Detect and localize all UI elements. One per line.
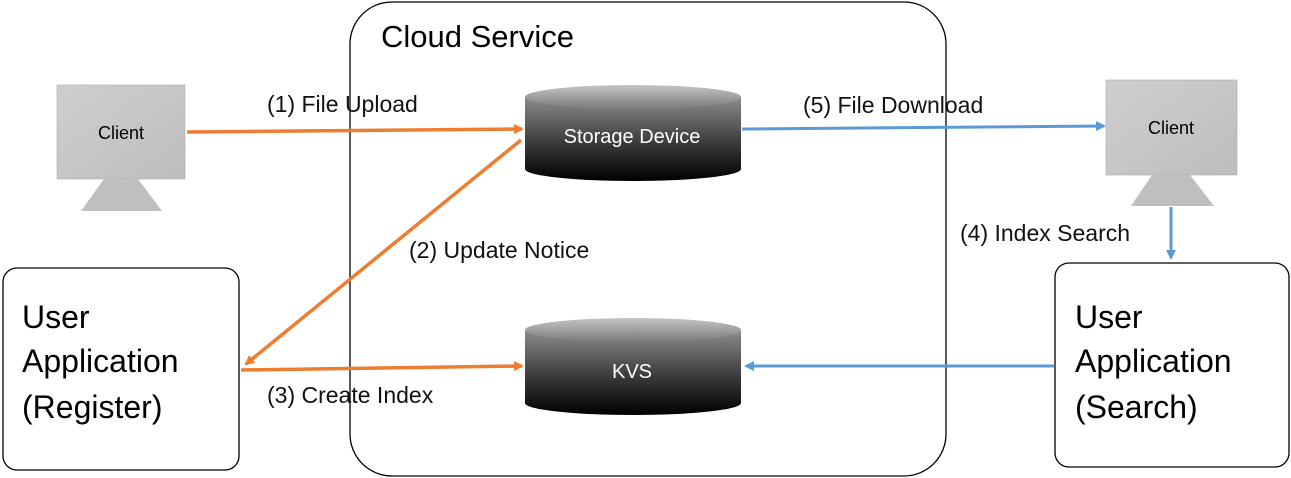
update-notice-arrow — [244, 138, 523, 366]
search-app-line-1: User — [1075, 299, 1143, 335]
cloud-service-title: Cloud Service — [381, 19, 574, 54]
storage-device-database-icon: Storage Device — [525, 85, 741, 181]
create-index-arrow — [240, 361, 524, 372]
file-upload-arrow — [186, 124, 524, 135]
search-app-line-2: Application — [1075, 343, 1232, 379]
kvs-label: KVS — [612, 361, 652, 383]
create-index-label: (3) Create Index — [267, 382, 434, 408]
client-right-label: Client — [1148, 118, 1194, 138]
file-download-label: (5) File Download — [803, 92, 983, 118]
file-download-arrow — [741, 121, 1106, 132]
register-app-line-3: (Register) — [22, 389, 162, 425]
user-application-register-box: User Application (Register) — [2, 267, 240, 471]
register-app-line-1: User — [22, 299, 90, 335]
search-app-line-3: (Search) — [1075, 389, 1198, 425]
storage-device-label: Storage Device — [564, 126, 701, 148]
kvs-database-icon: KVS — [525, 318, 741, 415]
update-notice-label: (2) Update Notice — [409, 237, 589, 263]
register-app-line-2: Application — [22, 343, 179, 379]
cloud-service-container: Cloud Service — [349, 1, 947, 477]
index-search-label: (4) Index Search — [960, 220, 1130, 246]
file-upload-label: (1) File Upload — [267, 91, 418, 117]
client-right-icon: Client — [1105, 79, 1238, 206]
client-left-label: Client — [98, 123, 144, 143]
user-application-search-box: User Application (Search) — [1054, 262, 1290, 468]
client-left-icon: Client — [56, 84, 186, 211]
